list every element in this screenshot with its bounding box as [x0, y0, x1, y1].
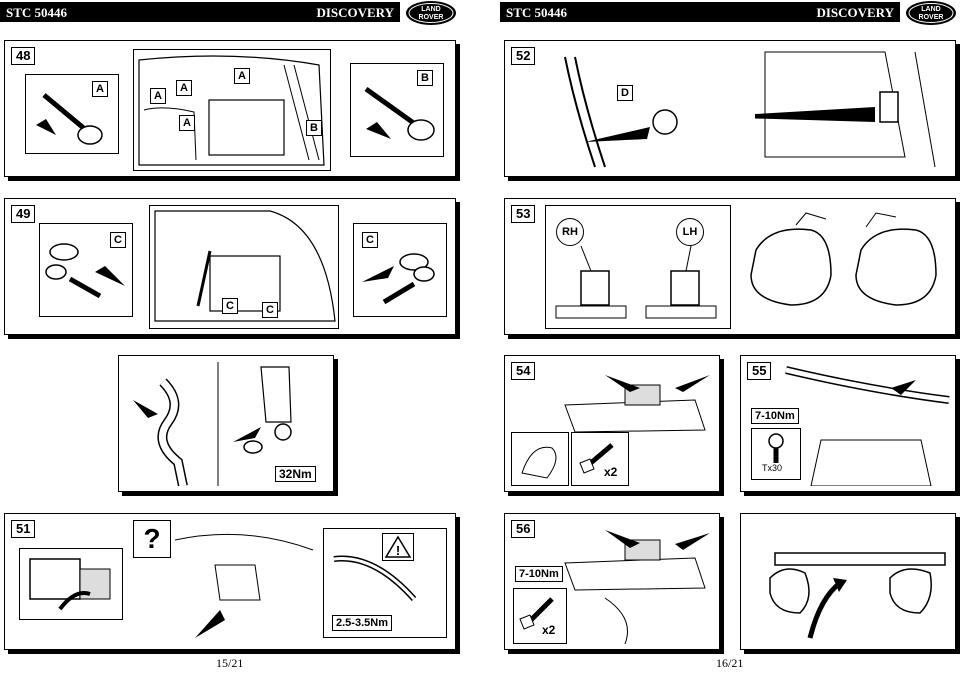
quantity: x2	[542, 623, 556, 637]
step-number: 56	[511, 520, 536, 538]
interior-trim-illustration	[175, 520, 315, 642]
warning-icon: !	[382, 533, 414, 561]
step-number: 49	[11, 205, 36, 223]
bolt-b-detail: B	[350, 63, 444, 157]
step-number: 52	[511, 47, 536, 65]
seatbelt-illustration	[123, 362, 223, 486]
quantity: x2	[604, 465, 618, 479]
doc-code: STC 50446	[506, 5, 568, 20]
screw-cap-detail-right: C	[353, 223, 447, 317]
hand-detail	[511, 432, 569, 486]
model-name: DISCOVERY	[316, 5, 394, 20]
page-left: STC 50446 DISCOVERY LAND ROVER 48 A	[0, 0, 460, 673]
grab-handle-detail: ! 2.5-3.5Nm	[323, 528, 447, 638]
headrest-covers	[741, 205, 947, 327]
step-50-panel: 50 32Nm	[118, 355, 334, 492]
hinge-rh-lh-detail: RH LH	[545, 205, 731, 329]
torque-value: 7-10Nm	[515, 566, 563, 582]
callout-a: A	[150, 88, 166, 104]
logo-line1: LAND	[921, 6, 940, 13]
bit-size: Tx30	[762, 463, 783, 473]
step-54-panel: 54 x2	[504, 355, 720, 492]
callout-a: A	[176, 80, 192, 96]
callout-d: D	[617, 85, 633, 101]
torque-value: 32Nm	[275, 466, 316, 482]
warning-symbol: !	[396, 543, 400, 558]
page-header: STC 50446 DISCOVERY	[0, 2, 400, 22]
logo-line1: LAND	[421, 6, 440, 13]
step-53-panel: 53 RH LH	[504, 198, 956, 335]
callout-a: A	[92, 81, 108, 97]
torx-bolt-detail: Tx30	[751, 428, 801, 480]
question-icon: ?	[133, 520, 171, 558]
rh-label: RH	[556, 218, 584, 246]
bolt-detail: x2	[513, 588, 567, 644]
switch-panel-detail	[19, 548, 123, 620]
step-56-panel: 56 7-10Nm x2	[504, 513, 720, 650]
step-number: 48	[11, 47, 36, 65]
callout-c: C	[362, 232, 378, 248]
callout-b: B	[306, 120, 322, 136]
step-55-panel: 55 7-10Nm Tx30	[740, 355, 956, 492]
lh-label: LH	[676, 218, 704, 246]
anchor-bolt-illustration: 32Nm	[231, 362, 329, 486]
connector-detail: D	[555, 47, 705, 171]
page-right: STC 50446 DISCOVERY LAND ROVER 52 D	[500, 0, 960, 673]
step-52-panel: 52 D	[504, 40, 956, 177]
callout-a: A	[234, 68, 250, 84]
model-name: DISCOVERY	[816, 5, 894, 20]
headrest-rail-illustration	[745, 518, 951, 644]
step-number: 51	[11, 520, 36, 538]
page-number: 16/21	[716, 656, 744, 670]
step-57-panel: 57	[740, 513, 956, 650]
callout-c: C	[110, 232, 126, 248]
bolt-detail: x2	[571, 432, 629, 486]
step-51-panel: 51 ? ! 2.5-3.5Nm	[4, 513, 456, 650]
step-number: 55	[747, 362, 772, 380]
logo-line2: ROVER	[419, 14, 444, 21]
step-number: 53	[511, 205, 536, 223]
step-48-panel: 48 A A A A A B	[4, 40, 456, 177]
callout-c: C	[222, 298, 238, 314]
step-49-panel: 49 C C C C	[4, 198, 456, 335]
page-header: STC 50446 DISCOVERY	[500, 2, 900, 22]
torque-value: 7-10Nm	[751, 408, 799, 424]
doc-code: STC 50446	[6, 5, 68, 20]
logo-line2: ROVER	[919, 14, 944, 21]
land-rover-logo: LAND ROVER	[405, 0, 457, 26]
seat-hinge-illustration	[545, 360, 715, 436]
step-number: 54	[511, 362, 536, 380]
torque-value: 2.5-3.5Nm	[332, 615, 392, 631]
callout-b: B	[417, 70, 433, 86]
cargo-side-illustration	[755, 47, 941, 171]
door-trim-illustration: C C	[149, 205, 339, 329]
page-number: 15/21	[216, 656, 244, 670]
seat-hinge-illustration	[545, 518, 715, 644]
bolt-a-detail: A	[25, 74, 119, 154]
land-rover-logo: LAND ROVER	[905, 0, 957, 26]
cargo-area-illustration: A A A A B	[133, 49, 331, 171]
callout-c: C	[262, 302, 278, 318]
headlining-illustration	[781, 360, 951, 486]
screw-cap-detail-left: C	[39, 223, 133, 317]
callout-a: A	[179, 115, 195, 131]
